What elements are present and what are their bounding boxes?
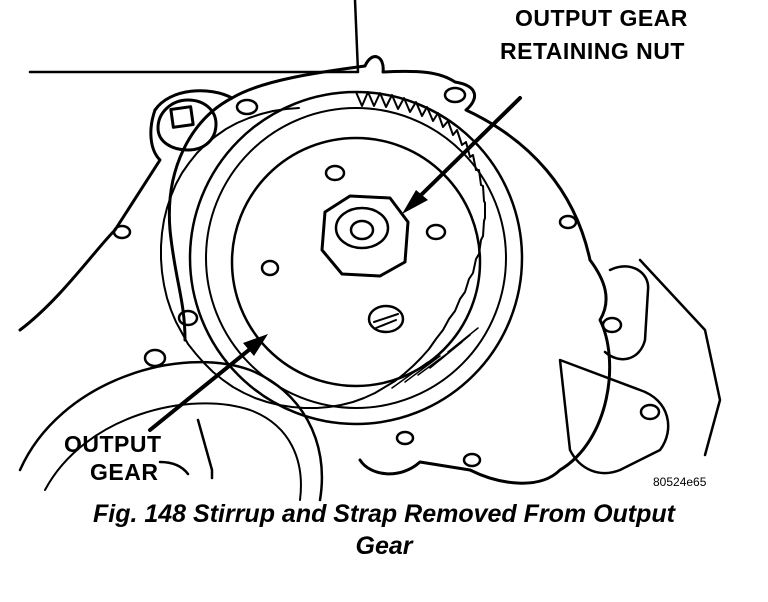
flange-bolt-holes [112,86,661,468]
housing-inner-edge [167,96,234,342]
lower-left-bore-inner [44,402,302,501]
retaining-nut-leader-arrow [402,96,522,214]
gear-carrier-holes [260,164,447,334]
right-case-edge [638,258,722,457]
output-gear-label-tick [158,460,190,476]
figure-reference-code: 80524e65 [653,475,707,489]
housing-left-flange [18,108,162,332]
right-lever [603,265,650,361]
square-plug-boss [156,98,218,152]
gear-tooth-shading [391,327,479,389]
case-edge-line [28,0,360,74]
output-gear-leader-arrow [148,334,268,432]
gear-teeth [160,91,486,409]
output-gear [160,90,524,426]
retaining-nut-label-line1: OUTPUT GEAR [515,5,688,31]
lower-right-bracket [558,358,670,475]
figure-caption-line2: Gear [355,532,413,560]
figure-caption-line1: Fig. 148 Stirrup and Strap Removed From … [92,500,675,528]
housing-outline [153,55,612,485]
output-gear-retaining-nut [320,194,410,278]
figure-caption: Fig. 148 Stirrup and Strap Removed From … [0,498,768,562]
lower-left-bore [18,360,324,502]
output-label-bracket [196,418,214,480]
output-gear-label-line1: OUTPUT [64,431,162,457]
retaining-nut-label-line2: RETAINING NUT [500,38,685,64]
output-gear-label-line2: GEAR [90,459,159,485]
